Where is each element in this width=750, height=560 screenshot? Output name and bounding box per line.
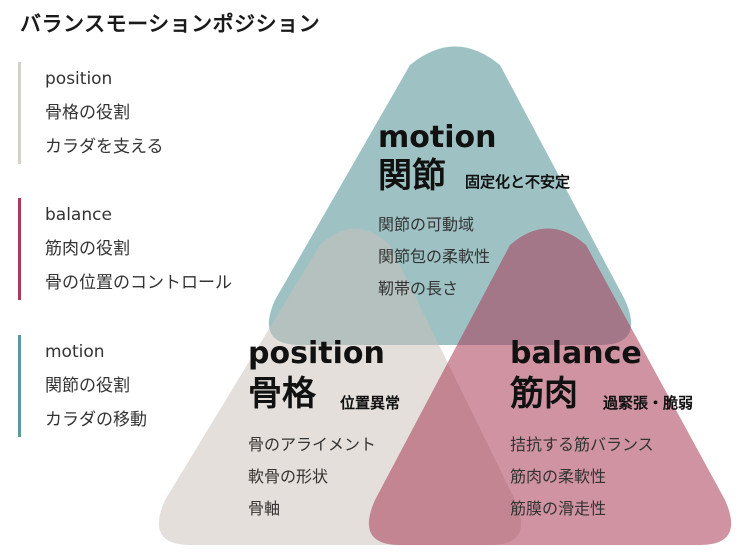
position-jp-title: 骨格: [248, 374, 317, 414]
legend-position: position 骨格の役割 カラダを支える: [18, 62, 164, 164]
legend-balance-desc: 骨の位置のコントロール: [45, 273, 232, 293]
legend-position-name: position: [45, 69, 113, 89]
position-item-3: 骨軸: [248, 499, 280, 518]
position-title: position: [248, 336, 385, 371]
motion-issue: 固定化と不安定: [465, 173, 570, 191]
motion-item-1: 関節の可動域: [378, 215, 474, 234]
legend-position-desc: カラダを支える: [45, 137, 164, 157]
motion-jp-title: 関節: [378, 156, 446, 196]
legend-motion: motion 関節の役割 カラダの移動: [18, 335, 147, 437]
motion-title: motion: [378, 120, 496, 155]
legend-balance-role: 筋肉の役割: [45, 239, 130, 259]
motion-item-3: 靭帯の長さ: [378, 279, 458, 298]
position-issue: 位置異常: [340, 394, 400, 412]
balance-title: balance: [510, 336, 642, 371]
page-title: バランスモーションポジション: [20, 12, 321, 36]
legend-motion-name: motion: [45, 342, 105, 362]
position-item-1: 骨のアライメント: [248, 435, 376, 454]
legend-motion-role: 関節の役割: [45, 376, 130, 396]
balance-item-3: 筋膜の滑走性: [510, 499, 606, 518]
motion-item-2: 関節包の柔軟性: [378, 247, 490, 266]
position-item-2: 軟骨の形状: [248, 467, 328, 486]
legend-position-role: 骨格の役割: [45, 103, 130, 123]
legend-motion-desc: カラダの移動: [45, 410, 147, 430]
balance-item-1: 拮抗する筋バランス: [510, 435, 654, 454]
legend-balance-name: balance: [45, 205, 112, 225]
balance-triangle: [368, 228, 732, 545]
balance-item-2: 筋肉の柔軟性: [510, 467, 606, 486]
legend-balance: balance 筋肉の役割 骨の位置のコントロール: [18, 198, 232, 300]
balance-jp-title: 筋肉: [510, 374, 578, 414]
balance-issue: 過緊張・脆弱: [602, 394, 693, 412]
